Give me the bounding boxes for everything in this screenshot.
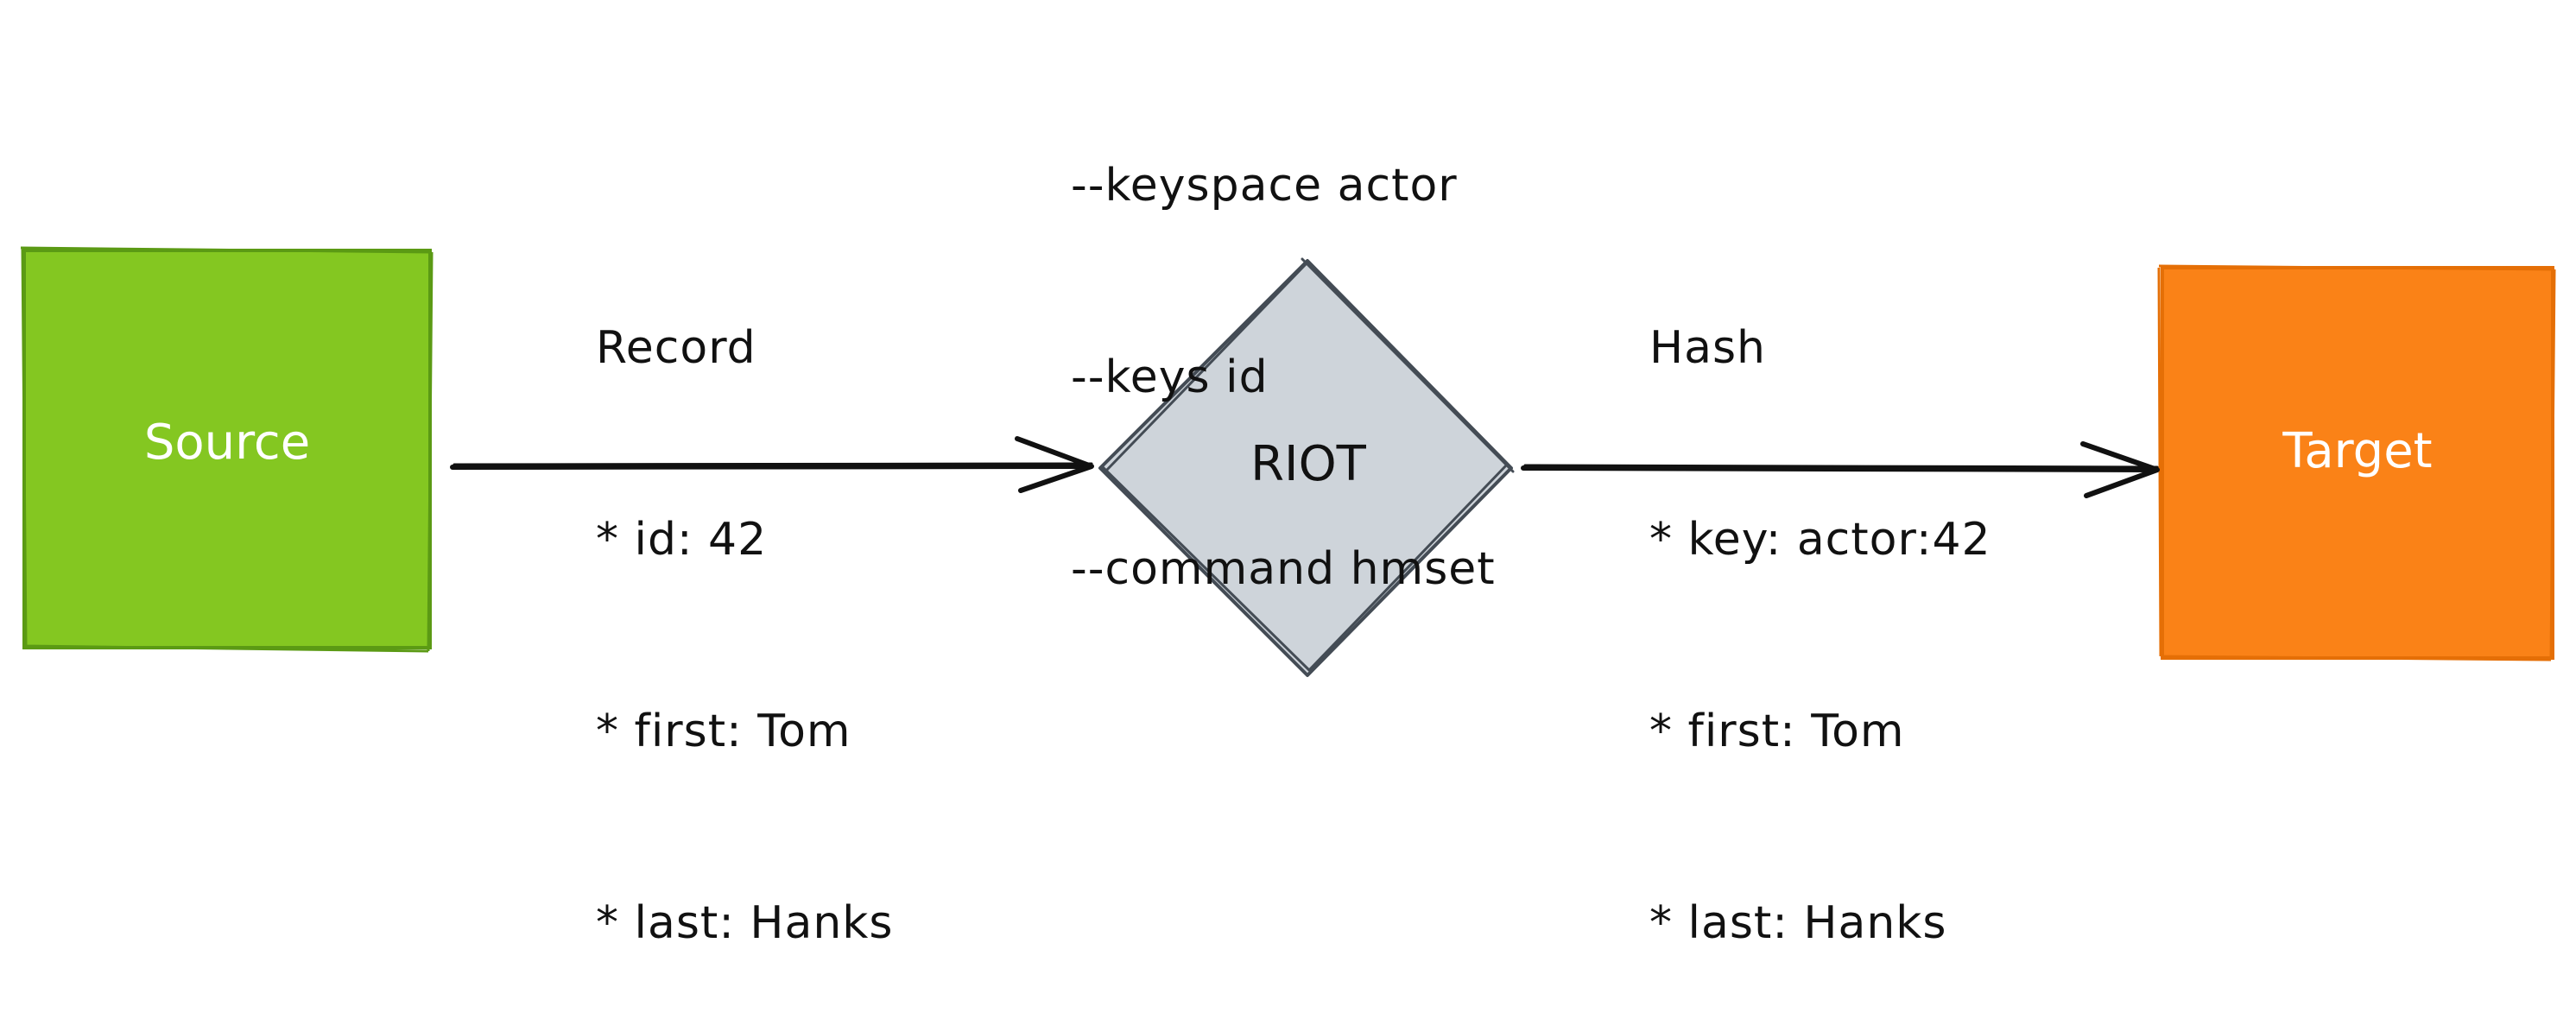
record-field-last: * last: Hanks	[596, 897, 894, 949]
pipeline-diagram	[20, 246, 2556, 677]
option-keys: --keys id	[1071, 351, 1269, 403]
arrow-source-to-riot	[450, 436, 1094, 493]
arrow-riot-to-target	[1521, 441, 2160, 498]
riot-label: RIOT	[1250, 436, 1366, 492]
hash-title: Hash	[1649, 322, 1767, 374]
hash-field-key: * key: actor:42	[1649, 514, 1991, 566]
arrowhead	[1015, 436, 1094, 493]
hash-field-first: * first: Tom	[1649, 706, 1905, 757]
record-field-first: * first: Tom	[596, 706, 851, 757]
command-options: --keyspace actor --keys id --command hms…	[1071, 26, 1496, 665]
source-node	[20, 246, 434, 653]
option-keyspace: --keyspace actor	[1071, 160, 1458, 212]
source-label: Source	[143, 415, 311, 471]
arrow-shaft	[450, 464, 1092, 470]
arrow-shaft-sketch	[453, 462, 1093, 466]
arrow-shaft-sketch	[1523, 464, 2159, 469]
record-field-id: * id: 42	[596, 514, 768, 566]
record-annotation: Record * id: 42 * first: Tom * last: Han…	[596, 188, 894, 1019]
riot-node	[1098, 257, 1515, 677]
hash-field-last: * last: Hanks	[1649, 897, 1947, 949]
option-command: --command hmset	[1071, 543, 1496, 595]
record-title: Record	[596, 322, 756, 374]
hash-annotation: Hash * key: actor:42 * first: Tom * last…	[1649, 188, 1991, 1019]
target-label: Target	[2282, 423, 2433, 479]
arrowhead	[2080, 441, 2160, 498]
target-node	[2157, 264, 2556, 661]
arrow-shaft	[1521, 465, 2158, 472]
